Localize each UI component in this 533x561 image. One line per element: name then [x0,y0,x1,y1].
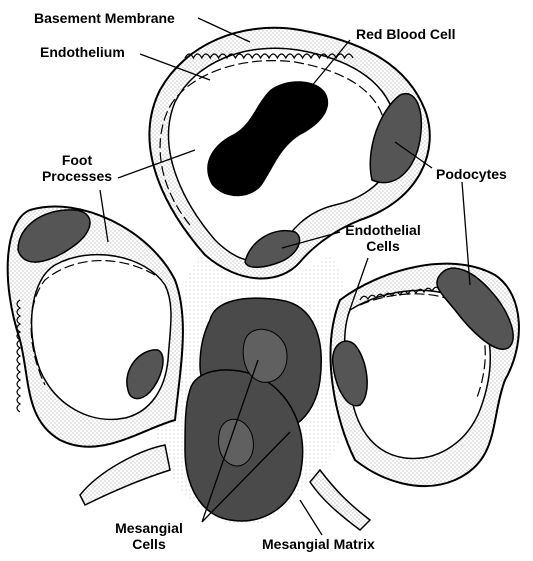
leader-podocytes [394,141,433,169]
leader-basement-membrane [197,17,251,43]
leader-lines [99,17,471,536]
endothelial-cell-right [331,340,368,407]
endothelial-cell-left [126,349,164,400]
label-podocytes: Podocytes [436,166,507,182]
bottom-right-finger [309,468,372,531]
mesangial-nucleus-b [218,418,254,467]
leader-mesangial-cells-b [201,431,291,523]
label-basement-membrane: Basement Membrane [34,10,175,26]
label-red-blood-cell: Red Blood Cell [356,26,456,42]
label-mesangial-cells-line1: Mesangial [115,520,183,536]
leader-mesangial-cells-a [201,359,259,523]
label-mesangial-matrix: Mesangial Matrix [262,536,375,552]
red-blood-cell [207,81,329,197]
leader-endothelial-cells-b [347,257,369,316]
label-endothelial-cells-line1: Endothelial [345,222,421,238]
top-foot-processes [184,53,354,60]
mesangial-nucleus-a [242,328,288,383]
podocyte-left [17,209,91,263]
leader-foot-processes-a [117,149,196,179]
label-foot-processes-line2: Processes [41,168,113,184]
left-foot-processes [16,299,22,413]
label-endothelial-cells: Endothelial Cells [336,222,430,254]
bottom-left-finger [79,444,171,507]
label-foot-processes: Foot Processes [32,152,122,184]
label-endothelium: Endothelium [40,44,125,60]
top-endothelium [159,60,386,226]
leader-podocytes-b [461,181,471,286]
podocyte-right [436,267,514,350]
label-foot-processes-line1: Foot [61,152,93,168]
leader-red-blood-cell [299,39,351,101]
endothelial-cell-center [244,229,301,268]
left-endothelium [30,260,156,386]
label-mesangial-cells: Mesangial Cells [104,520,194,552]
podocyte-top-right [369,92,422,184]
leader-mesangial-matrix [299,499,323,536]
leader-endothelial-cells-a [281,231,341,249]
leader-foot-processes-b [99,189,109,243]
label-mesangial-cells-line2: Cells [132,536,166,552]
label-endothelial-cells-line2: Cells [366,238,400,254]
leader-endothelium [139,53,211,81]
